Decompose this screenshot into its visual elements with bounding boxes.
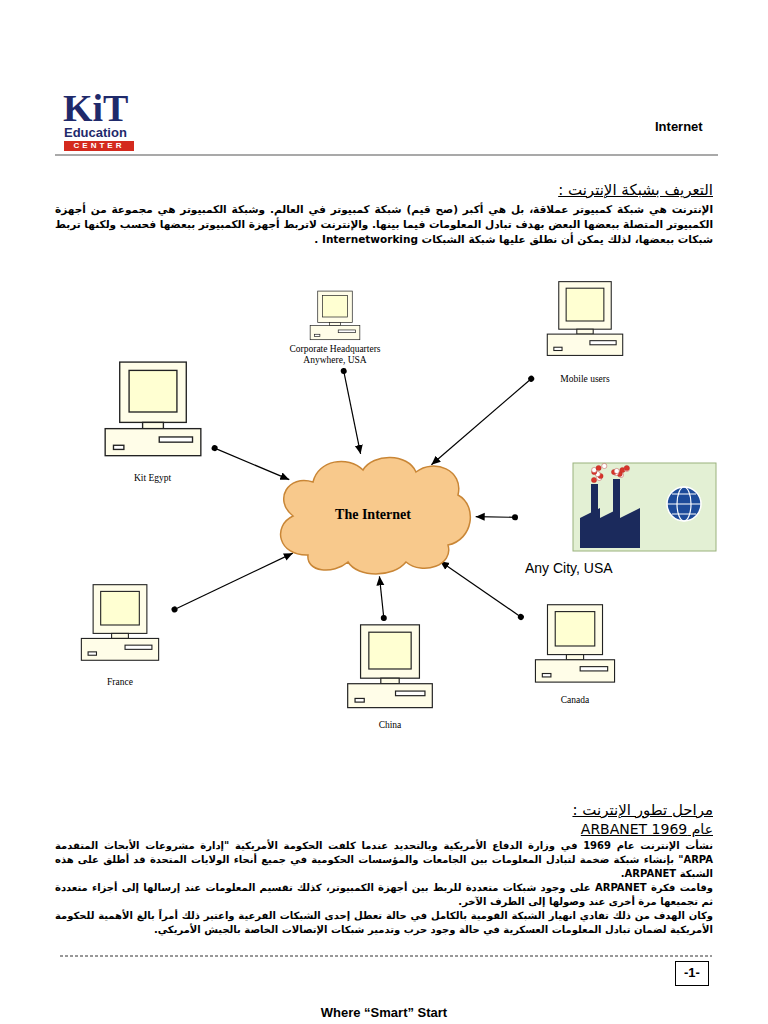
- internet-cloud: The Internet: [268, 450, 478, 580]
- page-title: Internet: [655, 119, 703, 134]
- node-label: France: [70, 677, 170, 688]
- computer-node: France: [70, 583, 170, 688]
- cloud-outline: [281, 457, 471, 574]
- connector-arrow: [476, 516, 515, 518]
- computer-part: [559, 282, 611, 330]
- smoke-puff: [624, 466, 629, 471]
- logo-sub: Education: [64, 126, 127, 140]
- body-paragraph: الإنترنت هي شبكة كمبيوتر عملاقة، بل هي أ…: [55, 202, 713, 247]
- node-label: Corporate Headquarters Anywhere, USA: [270, 344, 400, 366]
- cloud-text-holder: The Internet: [333, 507, 413, 523]
- computer-part: [142, 422, 163, 428]
- computer-part: [323, 295, 348, 317]
- computer-part: [159, 437, 192, 442]
- computer-part: [381, 678, 399, 684]
- computer-part: [310, 326, 360, 340]
- body-paragraph: وكان الهدف من ذلك تفادي انهيار الشبكة ال…: [55, 909, 713, 937]
- computer-part: [555, 612, 595, 646]
- node-label: China: [340, 720, 440, 731]
- computer-icon: [308, 290, 362, 341]
- computer-icon: [78, 583, 162, 663]
- smoke-puff: [602, 463, 607, 468]
- connector-arrow: [440, 561, 521, 617]
- computer-node: Mobile users: [535, 280, 635, 385]
- computer-part: [129, 370, 177, 412]
- computer-icon: [344, 623, 436, 710]
- computer-icon: [101, 360, 205, 459]
- computer-part: [554, 347, 562, 350]
- connector-arrow: [175, 553, 293, 609]
- computer-part: [105, 429, 201, 456]
- footer-rule: [60, 956, 712, 957]
- globe-parallel: [672, 514, 696, 515]
- connector-arrow: [344, 371, 361, 454]
- computer-part: [330, 322, 341, 325]
- globe: [667, 487, 701, 521]
- computer-part: [577, 329, 593, 334]
- smoke-puff: [591, 477, 596, 482]
- computer-node: Corporate Headquarters Anywhere, USA: [270, 290, 400, 366]
- computer-part: [314, 334, 319, 336]
- computer-node: Canada: [525, 603, 625, 706]
- node-label: Canada: [525, 695, 625, 706]
- globe-parallel: [672, 494, 696, 495]
- connector-arrow: [215, 448, 290, 480]
- body-paragraph: نشأت الإنترنت عام 1969 في وزارة الدفاع ا…: [55, 839, 713, 881]
- factory-building: [580, 508, 640, 548]
- smoke-puff: [624, 465, 629, 470]
- computer-part: [361, 625, 420, 678]
- connector-arrow: [431, 379, 531, 465]
- page-number-box: -1-: [675, 961, 709, 986]
- globe-equator: [667, 503, 701, 504]
- section-heading: التعريف بشبكة الإنترنت :: [55, 180, 713, 200]
- node-label: The Internet: [333, 507, 413, 523]
- computer-icon: [532, 603, 618, 685]
- logo-band: CENTER: [64, 141, 134, 151]
- smoke-puff: [596, 465, 601, 470]
- sub-heading: عام ARBANET 1969: [55, 820, 713, 838]
- logo-word: KiT: [63, 88, 128, 128]
- factory-icon: [572, 462, 717, 552]
- factory-node: Any City, USA: [520, 462, 720, 576]
- computer-node: Kit Egypt: [95, 360, 210, 484]
- computer-part: [547, 605, 602, 655]
- footer-slogan: Where “Smart” Start: [0, 1005, 768, 1020]
- computer-part: [355, 698, 364, 702]
- connector-arrow: [379, 576, 383, 618]
- computer-part: [396, 691, 425, 696]
- computer-part: [119, 362, 186, 422]
- computer-part: [101, 591, 140, 625]
- computer-part: [566, 655, 583, 660]
- computer-part: [580, 667, 608, 671]
- computer-part: [369, 632, 411, 669]
- computer-part: [566, 288, 604, 321]
- computer-icon: [544, 280, 626, 358]
- node-label: Kit Egypt: [95, 473, 210, 484]
- computer-part: [81, 638, 158, 660]
- computer-part: [590, 341, 616, 345]
- header-rule: [55, 154, 718, 155]
- computer-part: [547, 334, 622, 355]
- computer-part: [535, 660, 614, 682]
- node-label: Any City, USA: [520, 560, 720, 576]
- computer-part: [112, 633, 129, 638]
- computer-part: [318, 291, 353, 322]
- icon-ground: [573, 463, 716, 551]
- computer-part: [93, 585, 147, 634]
- computer-part: [125, 645, 152, 649]
- page-number: -1-: [684, 966, 700, 981]
- node-label: Mobile users: [535, 374, 635, 385]
- body-paragraph: وقامت فكرة ARPANET على وجود شبكات متعددة…: [55, 881, 713, 909]
- section-heading: مراحل تطور الإنترنت :: [55, 800, 713, 820]
- computer-part: [88, 652, 96, 655]
- computer-part: [348, 684, 433, 708]
- computer-part: [113, 445, 123, 449]
- smoke-puff: [614, 468, 619, 473]
- computer-part: [338, 330, 355, 333]
- computer-node: China: [340, 623, 440, 731]
- computer-part: [542, 674, 551, 677]
